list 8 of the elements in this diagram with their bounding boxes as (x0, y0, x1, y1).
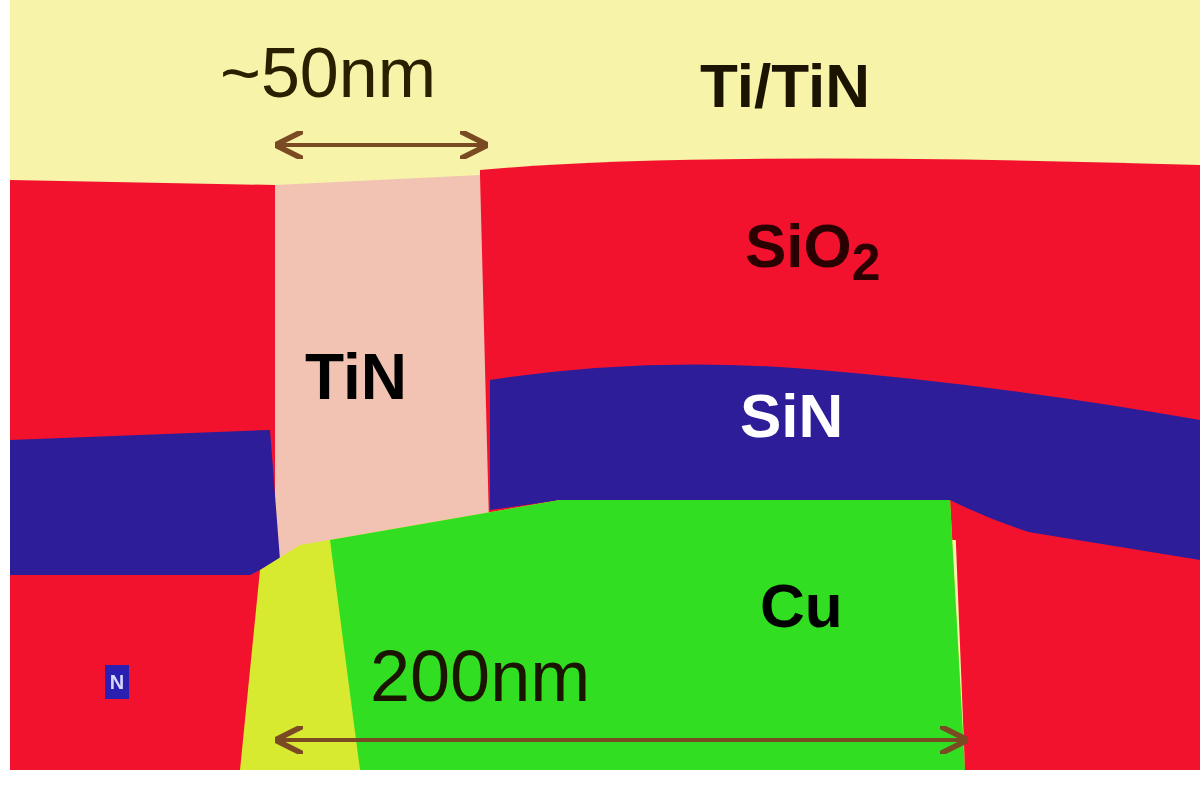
layer-label: SiO$_{2}$ (745, 215, 881, 290)
layer-label: Ti/TiN (700, 55, 870, 117)
legend-label: N (109, 670, 125, 694)
dimension-label: ~50nm (220, 38, 436, 108)
layer-label: Cu (760, 575, 843, 637)
layer-label: SiN (740, 385, 844, 447)
layer-label: TiN (305, 345, 407, 409)
dimension-label: 200nm (370, 640, 591, 712)
